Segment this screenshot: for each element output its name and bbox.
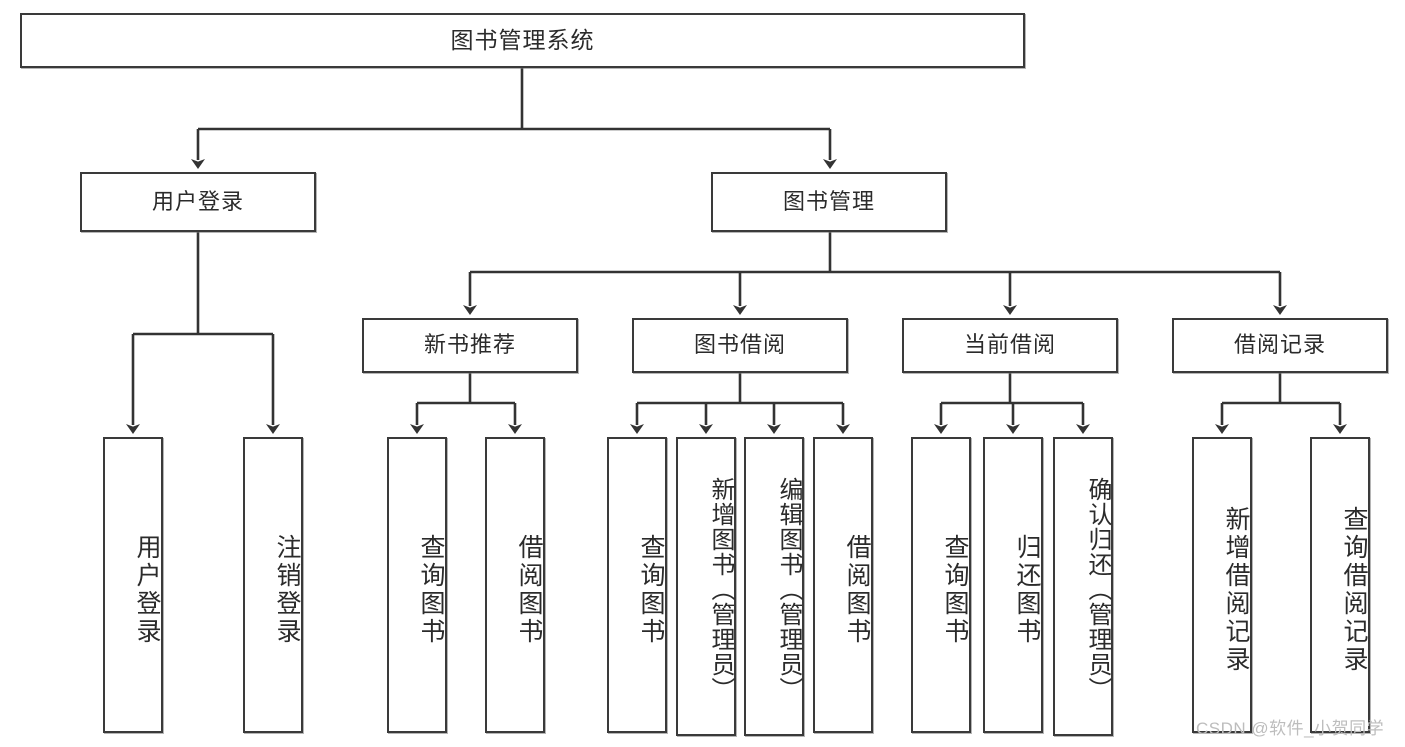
node-leaf-query-book-current[interactable]: 查询图书 (911, 437, 971, 733)
node-leaf-user-login-label: 用户登录 (133, 534, 161, 646)
node-leaf-add-borrow-record-label: 新增借阅记录 (1222, 506, 1250, 674)
node-book-management-label: 图书管理 (782, 188, 875, 214)
node-leaf-borrow-book-label: 借阅图书 (843, 534, 871, 646)
node-leaf-query-book-borrow[interactable]: 查询图书 (607, 437, 667, 733)
node-root[interactable]: 图书管理系统 (20, 13, 1025, 68)
node-new-book-recommend[interactable]: 新书推荐 (362, 318, 578, 373)
node-user-login[interactable]: 用户登录 (80, 172, 316, 232)
node-leaf-query-book-recommend-label: 查询图书 (417, 534, 445, 646)
node-leaf-borrow-book[interactable]: 借阅图书 (813, 437, 873, 733)
node-leaf-confirm-return-admin[interactable]: 确认归还（管理员） (1053, 437, 1113, 736)
node-current-borrow[interactable]: 当前借阅 (902, 318, 1118, 373)
node-borrow-record-label: 借阅记录 (1233, 332, 1326, 358)
node-leaf-logout-login[interactable]: 注销登录 (243, 437, 303, 733)
node-leaf-borrow-book-recommend[interactable]: 借阅图书 (485, 437, 545, 733)
node-leaf-logout-login-label: 注销登录 (273, 534, 301, 646)
node-root-label: 图书管理系统 (450, 26, 595, 53)
csdn-watermark: CSDN @软件_小贺同学 (1196, 719, 1385, 738)
node-leaf-add-book-admin-label: 新增图书（管理员） (707, 477, 734, 702)
node-book-borrow[interactable]: 图书借阅 (632, 318, 848, 373)
node-book-borrow-label: 图书借阅 (693, 332, 786, 358)
node-leaf-edit-book-admin[interactable]: 编辑图书（管理员） (744, 437, 804, 736)
node-leaf-return-book[interactable]: 归还图书 (983, 437, 1043, 733)
node-leaf-query-borrow-record-label: 查询借阅记录 (1340, 506, 1368, 674)
node-user-login-label: 用户登录 (151, 188, 244, 214)
node-new-book-recommend-label: 新书推荐 (423, 332, 516, 358)
node-leaf-query-book-borrow-label: 查询图书 (637, 534, 665, 646)
node-leaf-query-book-current-label: 查询图书 (941, 534, 969, 646)
node-leaf-add-borrow-record[interactable]: 新增借阅记录 (1192, 437, 1252, 733)
node-leaf-query-borrow-record[interactable]: 查询借阅记录 (1310, 437, 1370, 733)
node-book-management[interactable]: 图书管理 (711, 172, 947, 232)
node-leaf-user-login[interactable]: 用户登录 (103, 437, 163, 733)
node-current-borrow-label: 当前借阅 (963, 332, 1056, 358)
node-leaf-add-book-admin[interactable]: 新增图书（管理员） (676, 437, 736, 736)
node-leaf-edit-book-admin-label: 编辑图书（管理员） (775, 477, 802, 702)
node-leaf-query-book-recommend[interactable]: 查询图书 (387, 437, 447, 733)
node-leaf-confirm-return-admin-label: 确认归还（管理员） (1084, 477, 1111, 702)
node-borrow-record[interactable]: 借阅记录 (1172, 318, 1388, 373)
node-leaf-borrow-book-recommend-label: 借阅图书 (515, 534, 543, 646)
node-leaf-return-book-label: 归还图书 (1013, 534, 1041, 646)
